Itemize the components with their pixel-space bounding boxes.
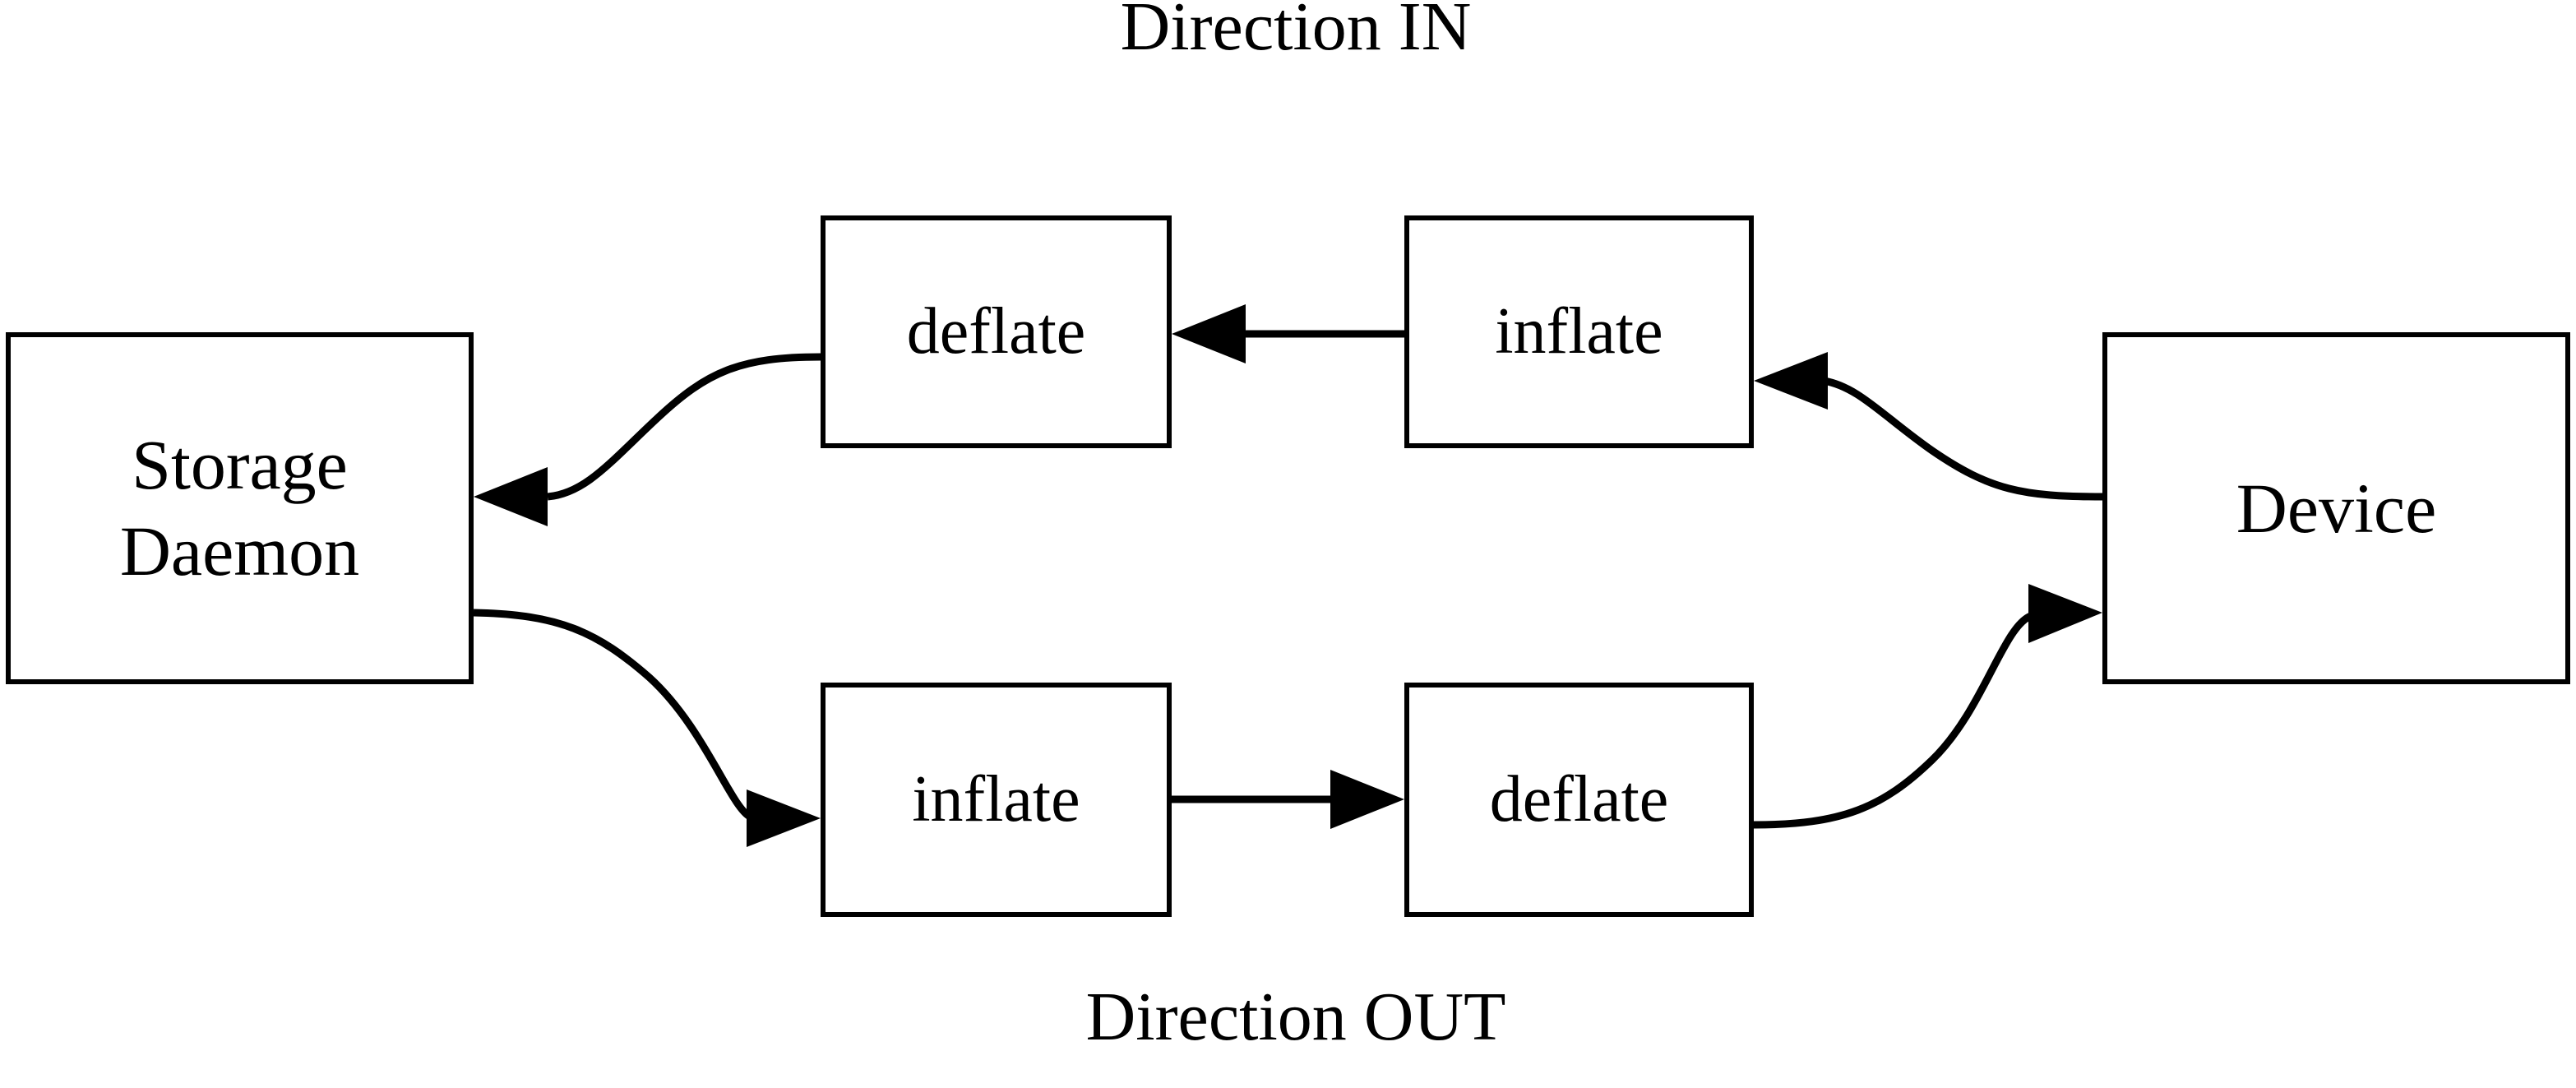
node-device[interactable]: Device [2102, 332, 2570, 684]
node-deflate-out-label: deflate [1489, 762, 1669, 836]
node-inflate-in-label: inflate [1495, 294, 1663, 368]
edge-deflate-in-to-storage [474, 353, 821, 526]
edge-inflate-out-to-deflate-out [1172, 770, 1404, 829]
node-deflate-in[interactable]: deflate [821, 215, 1172, 448]
caption-direction-in: Direction IN [1120, 0, 1472, 65]
node-deflate-out[interactable]: deflate [1404, 683, 1754, 917]
edge-deflate-out-to-device [1753, 584, 2102, 829]
caption-direction-out: Direction OUT [1085, 979, 1506, 1055]
node-inflate-out-label: inflate [912, 762, 1080, 836]
node-storage-daemon[interactable]: Storage Daemon [6, 332, 474, 684]
node-inflate-in[interactable]: inflate [1404, 215, 1754, 448]
edge-storage-to-inflate-out [473, 609, 821, 847]
node-storage-daemon-label-line1: Storage [132, 425, 348, 505]
edge-device-to-inflate-in [1754, 352, 2103, 501]
node-deflate-in-label: deflate [906, 294, 1086, 368]
node-device-label: Device [2236, 468, 2437, 548]
node-inflate-out[interactable]: inflate [821, 683, 1172, 917]
node-storage-daemon-label-line2: Daemon [119, 512, 360, 590]
edge-inflate-in-to-deflate-in [1172, 304, 1404, 363]
